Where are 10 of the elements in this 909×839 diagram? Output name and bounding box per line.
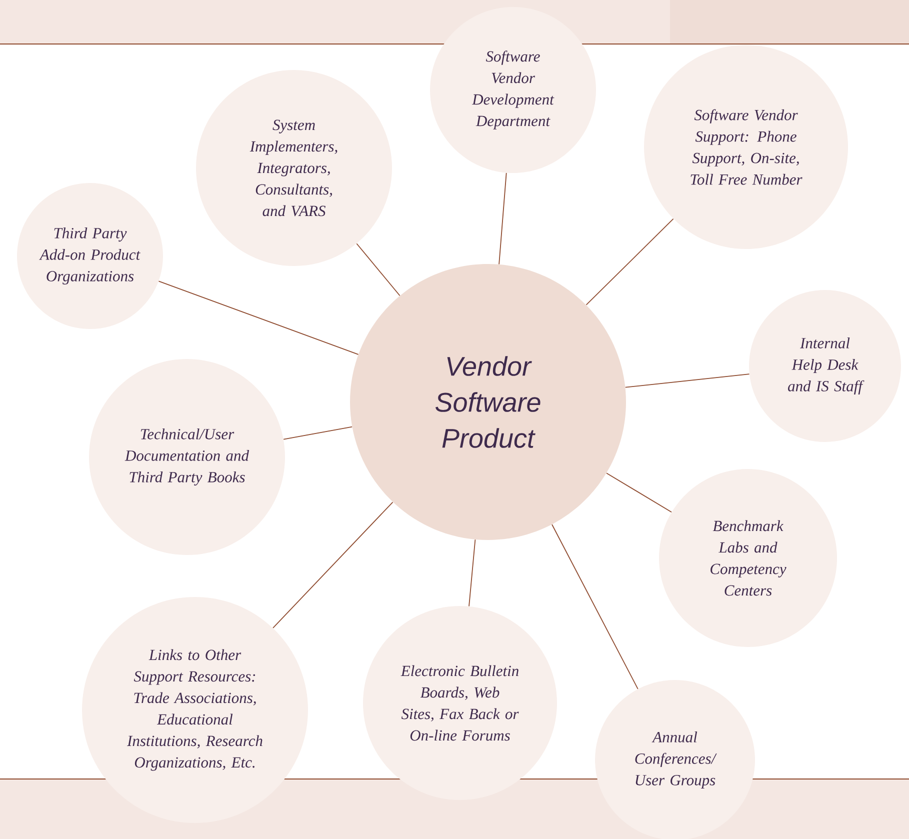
connector-line — [624, 374, 750, 388]
connector-line — [283, 426, 353, 440]
connector-line — [606, 472, 672, 513]
connector-line — [158, 280, 359, 355]
connector-line — [552, 524, 638, 690]
connector-line — [586, 218, 674, 306]
connector-line — [272, 502, 394, 628]
connector-line — [468, 539, 476, 607]
connector-line — [356, 243, 400, 296]
connector-line — [498, 172, 507, 265]
